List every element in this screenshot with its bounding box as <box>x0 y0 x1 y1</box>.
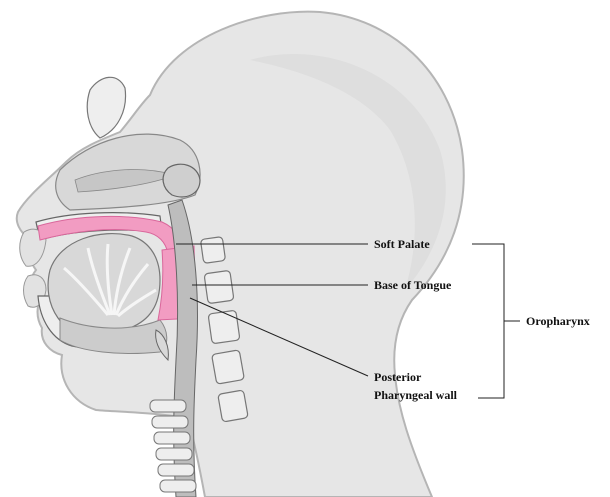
label-base-of-tongue: Base of Tongue <box>374 278 452 292</box>
label-pharyngeal-wall: Pharyngeal wall <box>374 388 458 402</box>
oropharynx-bracket <box>472 244 504 398</box>
tongue <box>48 234 160 331</box>
label-soft-palate: Soft Palate <box>374 237 430 251</box>
sphenoid-sinus <box>163 164 200 197</box>
label-posterior: Posterior <box>374 370 422 384</box>
label-oropharynx: Oropharynx <box>526 314 590 328</box>
frontal-bone <box>87 77 125 138</box>
